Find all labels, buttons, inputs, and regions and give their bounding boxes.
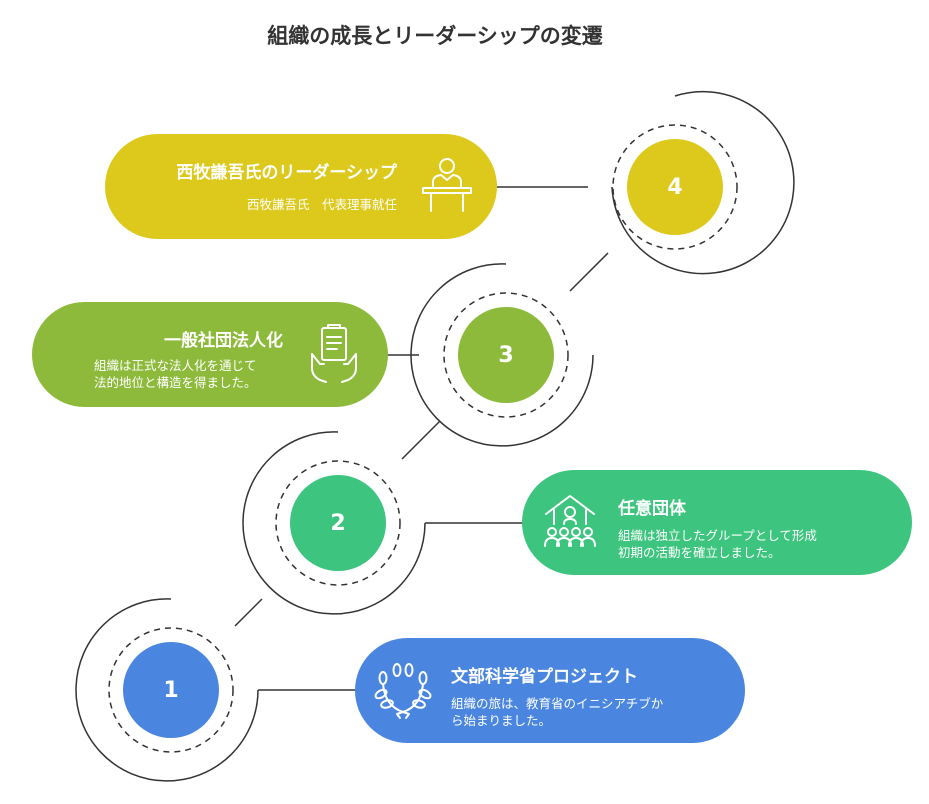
- step-3-description-line: 法的地位と構造を得ました。: [94, 375, 257, 390]
- diagram-title: 組織の成長とリーダーシップの変遷: [267, 24, 603, 48]
- step-3-node: 3: [458, 307, 554, 403]
- speaker-podium-icon: [422, 158, 472, 212]
- laurel-wreath-icon: [374, 663, 432, 719]
- dashed-ring-2: [275, 460, 401, 586]
- step-1-description-line: ら始まりました。: [451, 713, 552, 728]
- step-4-description-line: 西牧謙吾氏 代表理事就任: [246, 197, 397, 212]
- document-hands-icon: [311, 324, 357, 383]
- step-1-node: 1: [123, 642, 219, 738]
- step-3-card: 一般社団法人化 組織は正式な法人化を通じて 法的地位と構造を得ました。: [32, 302, 388, 407]
- group-house-icon: [544, 495, 596, 547]
- step-2-title: 任意団体: [618, 499, 686, 519]
- diagonal-connector-2-3: [401, 420, 441, 460]
- dashed-ring-3: [443, 292, 569, 418]
- step-3-description-line: 組織は正式な法人化を通じて: [94, 358, 257, 373]
- outer-ring-4: [611, 90, 795, 275]
- step-4-number: 4: [667, 174, 683, 200]
- step-1-description-line: 組織の旅は、教育省のイニシアチブか: [451, 696, 664, 711]
- outer-ring-2: [242, 431, 426, 615]
- outer-ring-1: [75, 598, 259, 782]
- step-1-card: 文部科学省プロジェクト 組織の旅は、教育省のイニシアチブか ら始まりました。: [355, 638, 745, 743]
- diagonal-connector-3-4: [569, 252, 609, 292]
- outer-ring-3: [410, 263, 594, 447]
- step-1-title: 文部科学省プロジェクト: [451, 667, 638, 687]
- step-4-card: 西牧謙吾氏のリーダーシップ 西牧謙吾氏 代表理事就任: [105, 134, 497, 239]
- dashed-ring-1: [108, 627, 234, 753]
- step-4-title: 西牧謙吾氏のリーダーシップ: [176, 163, 397, 183]
- step-4-node: 4: [627, 139, 723, 235]
- dashed-ring-4: [612, 124, 738, 250]
- step-2-card: 任意団体 組織は独立したグループとして形成 初期の活動を確立しました。: [522, 470, 912, 575]
- step-2-node: 2: [290, 475, 386, 571]
- step-3-title: 一般社団法人化: [164, 331, 283, 351]
- step-2-description: 組織は独立したグループとして形成 初期の活動を確立しました。: [618, 527, 817, 561]
- step-1-number: 1: [163, 677, 179, 703]
- step-1-description: 組織の旅は、教育省のイニシアチブか ら始まりました。: [451, 695, 663, 729]
- diagonal-connector-1-2: [234, 598, 263, 627]
- step-2-description-line: 初期の活動を確立しました。: [618, 545, 781, 560]
- step-2-number: 2: [330, 510, 346, 536]
- step-3-description: 組織は正式な法人化を通じて 法的地位と構造を得ました。: [94, 357, 257, 391]
- step-3-number: 3: [498, 342, 514, 368]
- step-4-description: 西牧謙吾氏 代表理事就任: [247, 196, 397, 213]
- step-2-description-line: 組織は独立したグループとして形成: [618, 528, 817, 543]
